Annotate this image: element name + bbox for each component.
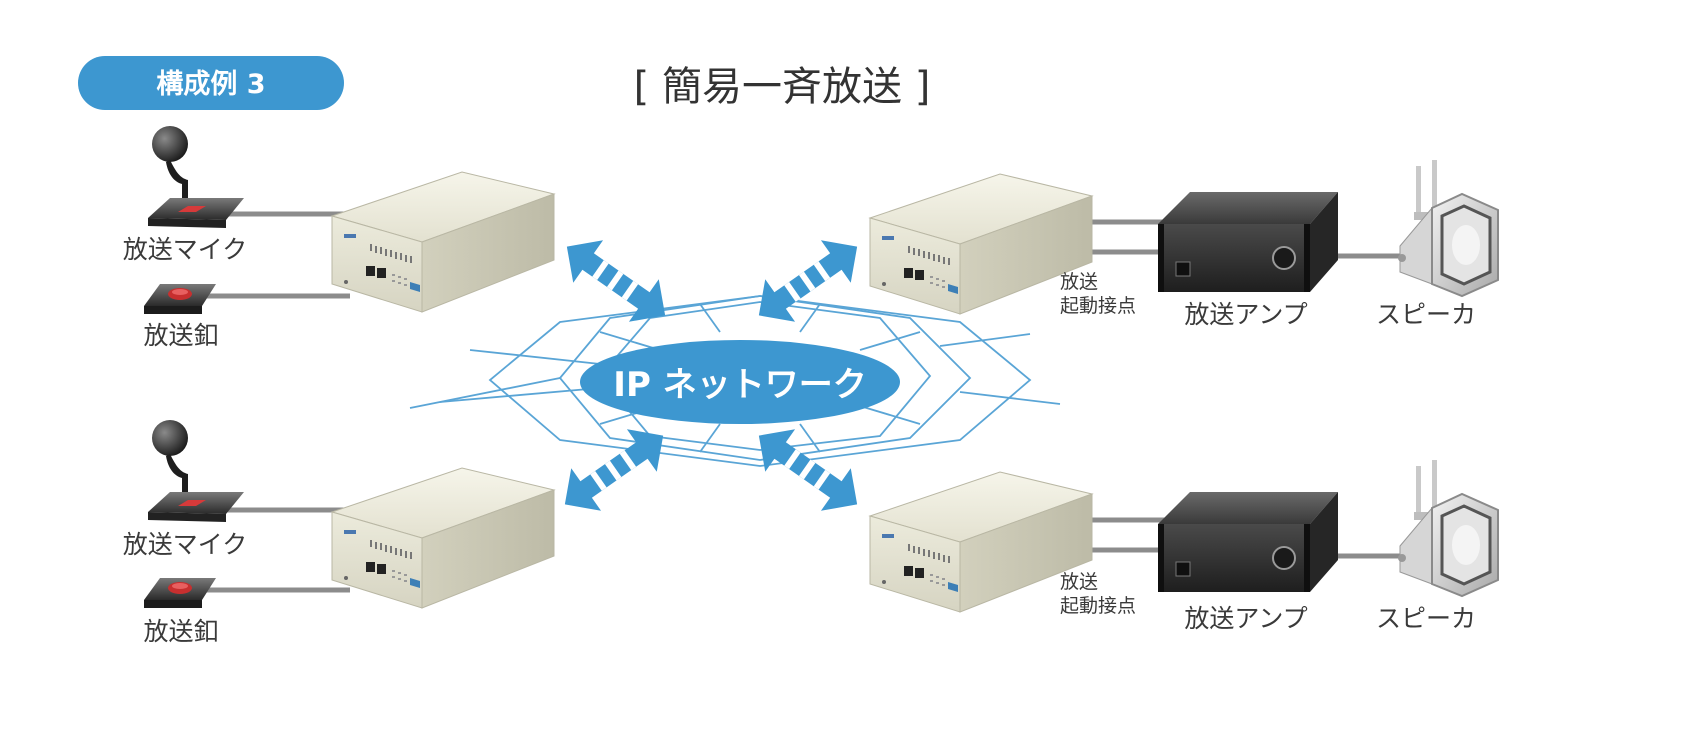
speaker-icon bbox=[1396, 160, 1500, 298]
contact-label-2: 起動接点 bbox=[1060, 295, 1136, 317]
speaker-label: スピーカ bbox=[1376, 604, 1476, 633]
left-unit-top: 放送マイク 放送釦 bbox=[123, 126, 555, 350]
ip-network: IP ネットワーク bbox=[580, 340, 900, 424]
amp-label: 放送アンプ bbox=[1184, 300, 1307, 329]
amp-label: 放送アンプ bbox=[1184, 604, 1307, 633]
microphone-icon bbox=[148, 126, 244, 228]
badge-label: 構成例 3 bbox=[156, 69, 265, 100]
double-arrow-icon bbox=[549, 414, 679, 526]
ip-terminal-device bbox=[331, 171, 555, 313]
microphone-icon bbox=[148, 420, 244, 522]
contact-label-2: 起動接点 bbox=[1060, 595, 1136, 617]
button-label: 放送釦 bbox=[143, 321, 218, 350]
amplifier-icon bbox=[1157, 491, 1339, 593]
right-unit-bottom: 放送 起動接点 放送アンプ スピーカ bbox=[869, 460, 1500, 633]
speaker-label: スピーカ bbox=[1376, 300, 1476, 329]
diagram-title: [ 簡易一斉放送 ] bbox=[634, 64, 931, 110]
broadcast-button-icon bbox=[144, 284, 216, 314]
mic-label: 放送マイク bbox=[123, 530, 248, 559]
right-unit-top: 放送 起動接点 放送アンプ スピーカ bbox=[869, 160, 1500, 329]
config-badge: 構成例 3 bbox=[78, 56, 344, 110]
ip-terminal-device bbox=[331, 467, 555, 609]
speaker-icon bbox=[1396, 460, 1500, 598]
contact-label-1: 放送 bbox=[1060, 571, 1098, 593]
ip-terminal-device bbox=[869, 173, 1093, 315]
network-label: IP ネットワーク bbox=[613, 365, 866, 405]
ip-terminal-device bbox=[869, 471, 1093, 613]
button-label: 放送釦 bbox=[143, 617, 218, 646]
broadcast-button-icon bbox=[144, 578, 216, 608]
left-unit-bottom: 放送マイク 放送釦 bbox=[123, 420, 555, 646]
amplifier-icon bbox=[1157, 191, 1339, 293]
double-arrow-icon bbox=[743, 414, 873, 526]
mic-label: 放送マイク bbox=[123, 235, 248, 264]
contact-label-1: 放送 bbox=[1060, 271, 1098, 293]
